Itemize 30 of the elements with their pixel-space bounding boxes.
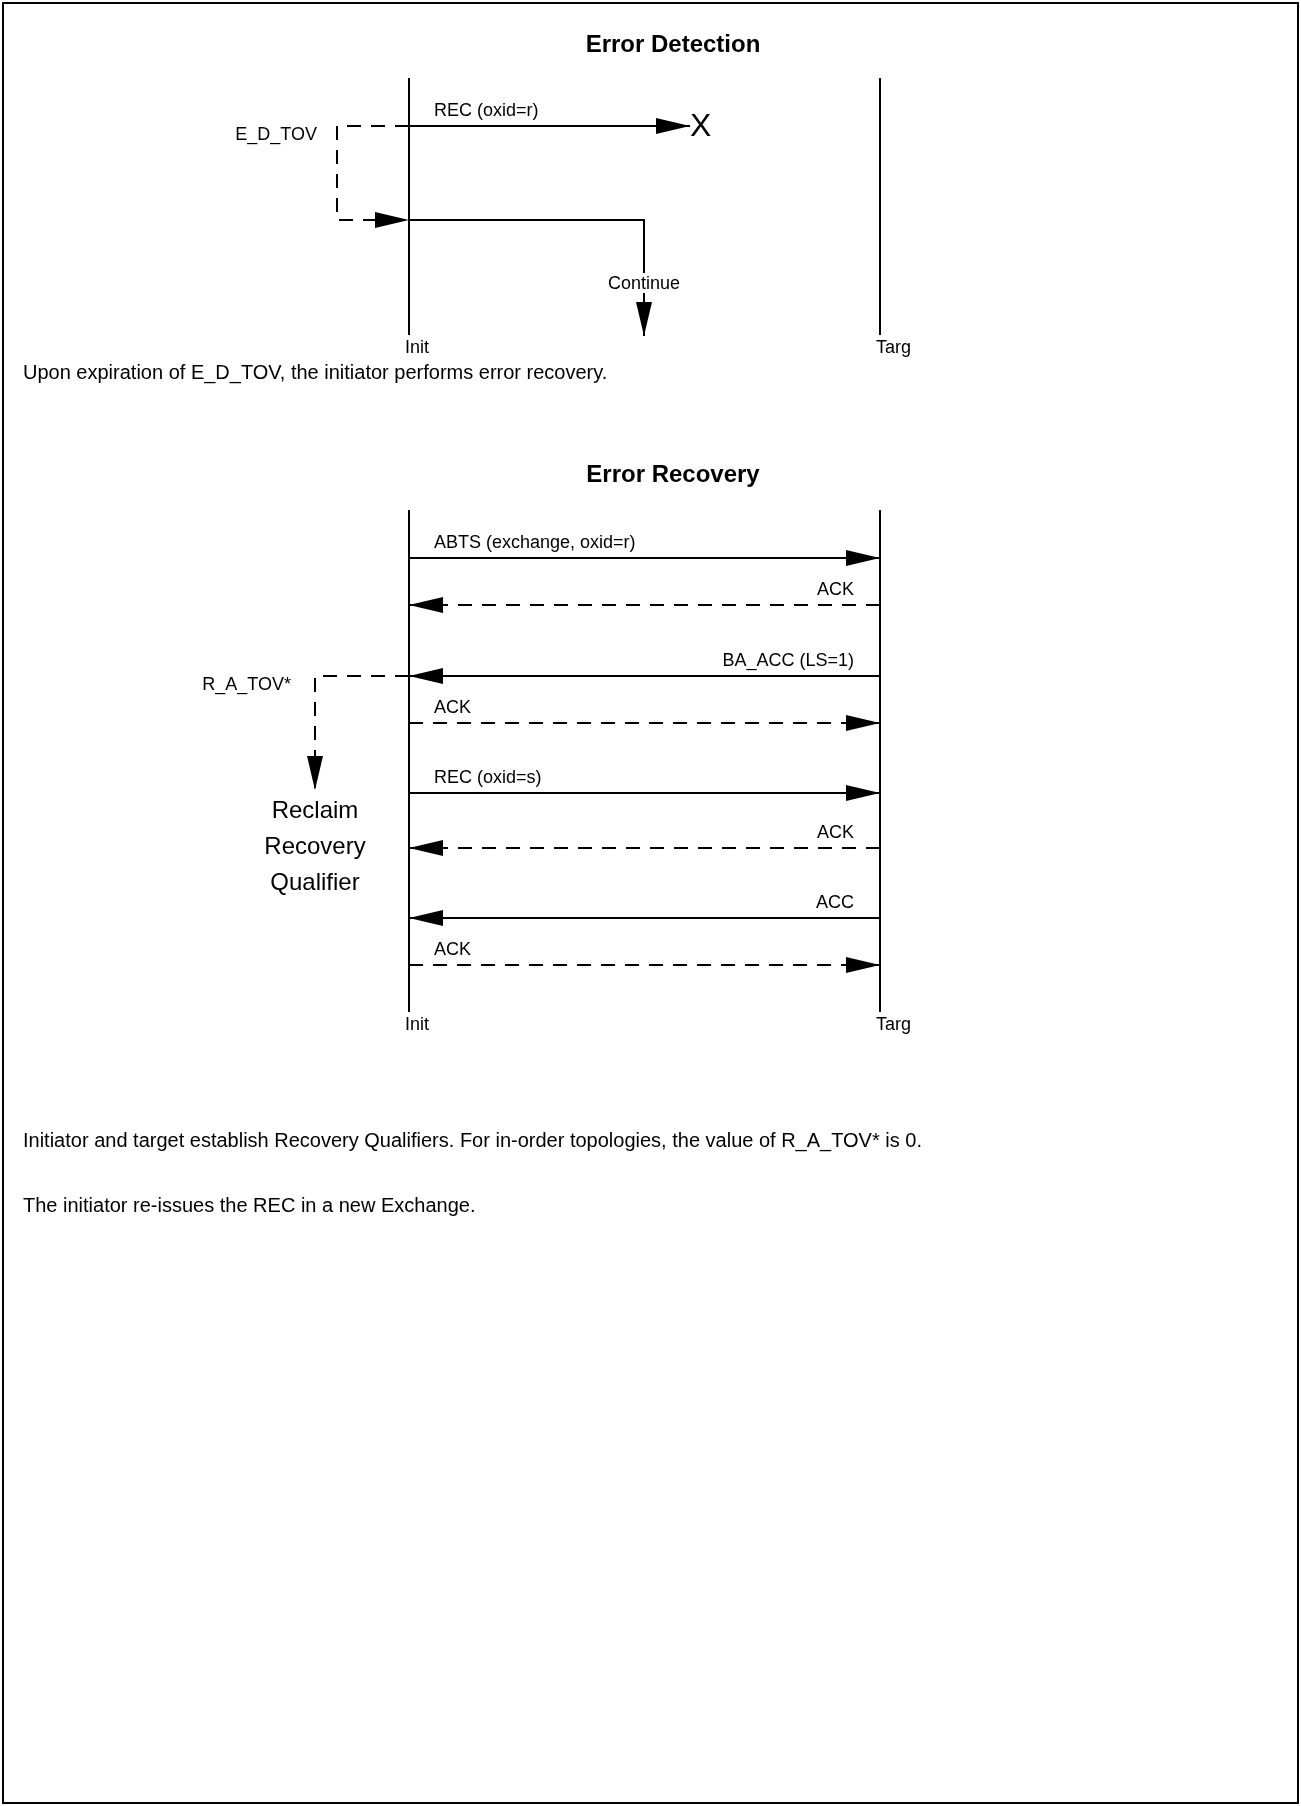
lost-message-mark: X [690,108,712,142]
dashed-arrow [336,125,410,228]
dashed-arrow [307,675,410,791]
dashed-arrow [408,840,881,856]
arrow [408,668,881,684]
edge-label: R_A_TOV* [201,674,292,694]
diagram-heading: Error Detection [584,30,762,58]
edge-label: Continue [606,273,682,293]
edge-label: REC (oxid=r) [433,100,540,120]
arrow [408,118,691,134]
arrow [408,785,881,801]
diagram-heading: Error Recovery [585,460,761,488]
lifeline-label: Targ [876,1014,911,1034]
edge-label: BA_ACC (LS=1) [721,650,855,670]
description-text: Upon expiration of E_D_TOV, the initiator performs error recovery. [23,360,609,384]
action-text: Reclaim Recovery Qualifier [240,792,390,900]
edge-label: REC (oxid=s) [433,767,543,787]
lifeline-label: Init [405,1014,429,1034]
description-text: The initiator re-issues the REC in a new Exchange. [23,1193,477,1217]
dashed-arrow [408,715,881,731]
arrow [408,219,652,337]
edge-label: ABTS (exchange, oxid=r) [433,532,637,552]
lifeline-label: Init [405,337,429,357]
description-text: Initiator and target establish Recovery Qualifiers. For in-order topologies, the value of R_A_TOV* is 0. [23,1128,923,1152]
dashed-arrow [408,957,881,973]
edge-label: E_D_TOV [234,124,318,144]
dashed-arrow [408,597,881,613]
arrow [408,550,881,566]
arrow [408,910,881,926]
lifeline-label: Targ [876,337,911,357]
